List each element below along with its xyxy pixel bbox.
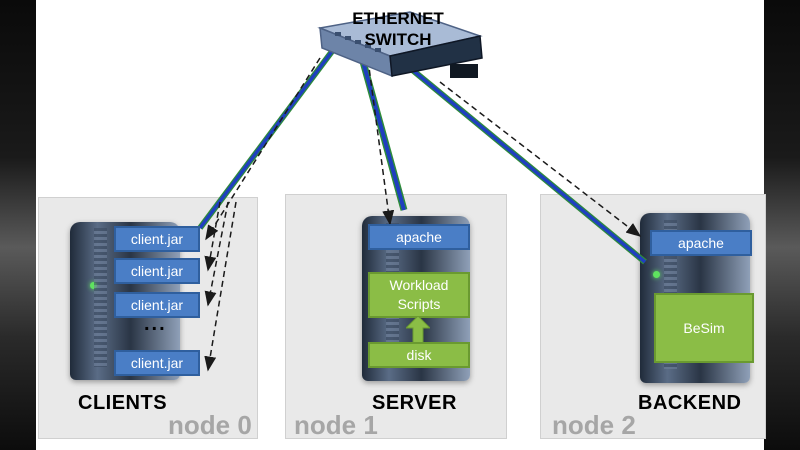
client-jar-box-2: client.jar bbox=[114, 258, 200, 284]
right-letterbox bbox=[764, 0, 800, 450]
more-clients-ellipsis: ... bbox=[144, 313, 167, 335]
node-2-label: node 2 bbox=[552, 410, 636, 440]
server-role-label: SERVER bbox=[372, 392, 457, 414]
client-flow-arrow-1 bbox=[205, 57, 321, 241]
backend-apache-box: apache bbox=[650, 230, 752, 256]
client-jar-box-3: client.jar bbox=[114, 292, 200, 318]
backend-power-light bbox=[653, 271, 660, 278]
node-0-label: node 0 bbox=[168, 410, 252, 440]
left-letterbox bbox=[0, 0, 36, 450]
client-flow-arrow-4 bbox=[204, 201, 237, 372]
client-jar-box-1: client.jar bbox=[114, 226, 200, 252]
client-jar-box-4: client.jar bbox=[114, 350, 200, 376]
backend-role-label: BACKEND bbox=[638, 392, 742, 414]
client-flow-arrow-3 bbox=[204, 201, 229, 307]
server-apache-box: apache bbox=[368, 224, 470, 250]
node-1-label: node 1 bbox=[294, 410, 378, 440]
cable-to-clients-blue bbox=[198, 44, 338, 230]
switch-label-line2: SWITCH bbox=[364, 30, 432, 49]
server-flow-arrow bbox=[367, 59, 395, 226]
client-flow-arrow-2 bbox=[204, 201, 221, 272]
switch-label-line1: ETHERNET bbox=[352, 9, 444, 28]
disk-box: disk bbox=[368, 342, 470, 368]
ethernet-switch-icon bbox=[317, 11, 483, 78]
workload-scripts-box: Workload Scripts bbox=[368, 272, 470, 318]
backend-flow-arrow bbox=[439, 81, 642, 237]
besim-box: BeSim bbox=[654, 293, 754, 363]
cable-to-backend-blue bbox=[408, 66, 647, 264]
clients-role-label: CLIENTS bbox=[78, 392, 168, 414]
cable-to-server-blue bbox=[360, 57, 406, 211]
switch-label: ETHERNET SWITCH bbox=[333, 8, 463, 50]
